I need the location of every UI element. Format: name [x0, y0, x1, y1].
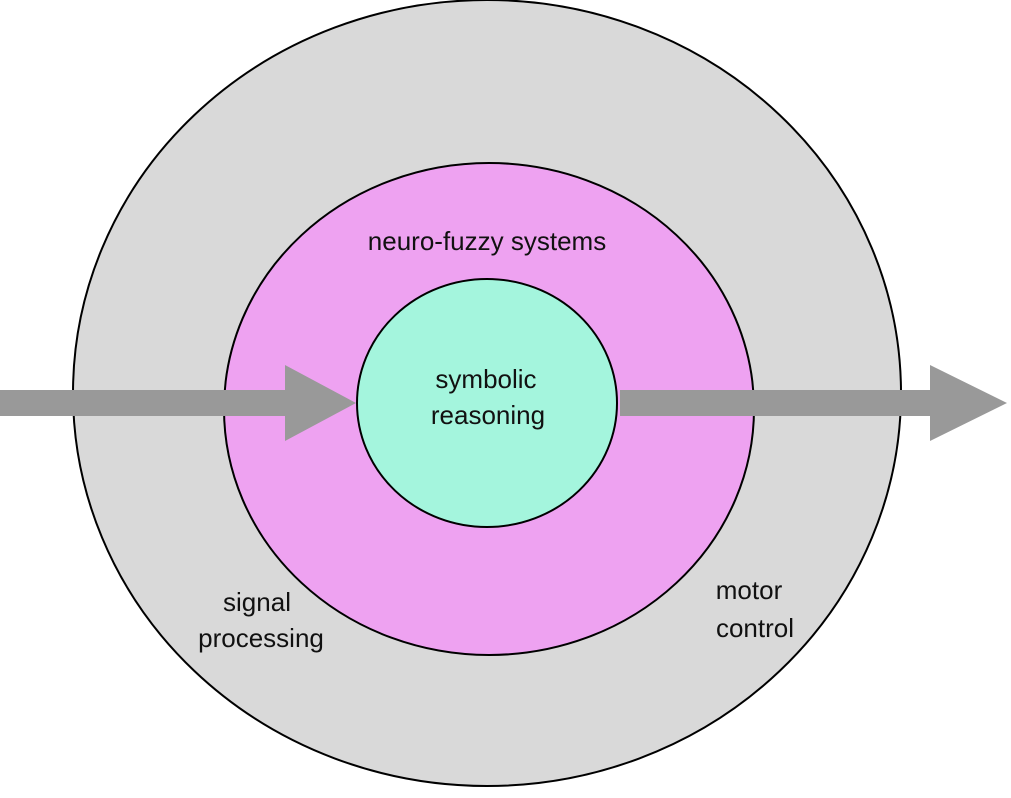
input-arrow — [0, 365, 356, 441]
core-label-line-2: reasoning — [431, 400, 545, 430]
motor-control-label-line-1: motor — [716, 575, 783, 605]
core-label-line-1: symbolic — [435, 364, 536, 394]
signal-processing-label-line-2: processing — [198, 623, 324, 653]
middle-ring-label: neuro-fuzzy systems — [368, 226, 606, 256]
output-arrow-icon — [620, 365, 1007, 441]
signal-processing-label-line-1: signal — [223, 587, 291, 617]
motor-control-label-line-2: control — [716, 613, 794, 643]
output-arrow — [620, 365, 1007, 441]
input-arrow-icon — [0, 365, 356, 441]
core-circle — [356, 278, 618, 528]
